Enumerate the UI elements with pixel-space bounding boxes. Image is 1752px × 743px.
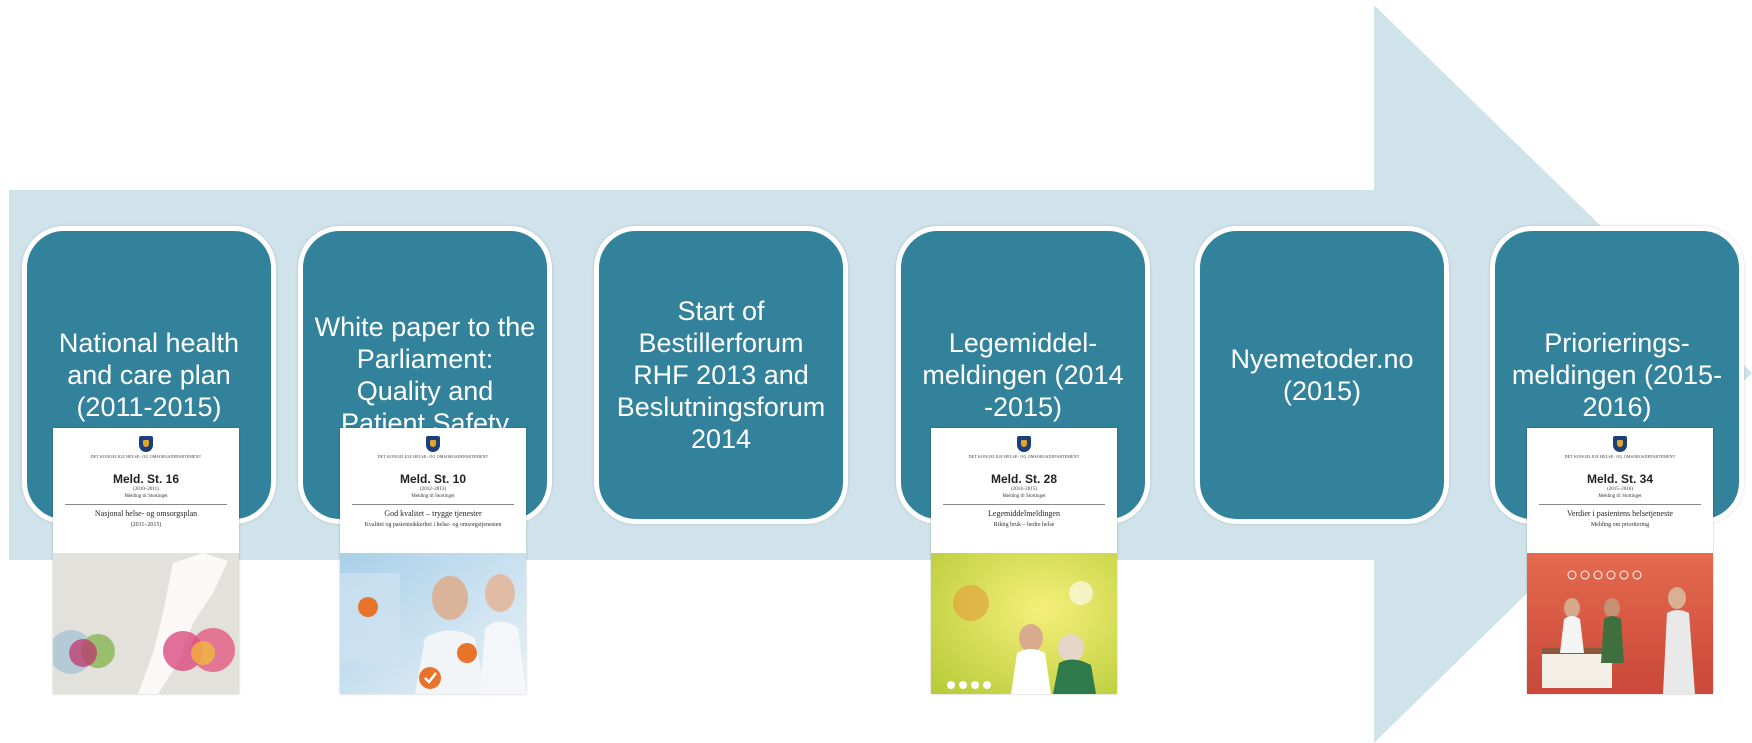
cover-title: Verdier i pasientens helsetjeneste <box>1567 509 1673 518</box>
cover-image-patients-photo <box>1527 553 1713 694</box>
cover-department: DET KONGELIGE HELSE- OG OMSORGSDEPARTEME… <box>1564 454 1676 459</box>
coat-of-arms-icon <box>139 436 153 452</box>
cover-meld-st-34: DET KONGELIGE HELSE- OG OMSORGSDEPARTEME… <box>1527 428 1713 694</box>
coat-of-arms-icon <box>1017 436 1031 452</box>
cover-subtitle: Riktig bruk – bedre helse <box>993 522 1055 528</box>
cover-number: Meld. St. 34 <box>1586 472 1654 486</box>
timeline-box-label: Start of Bestillerforum RHF 2013 and Bes… <box>616 296 826 454</box>
cover-years: (2014–2015) <box>1011 487 1037 492</box>
cover-subheading: Melding til Stortinget <box>1598 494 1642 499</box>
timeline-box-label: White paper to the Parliament: Quality a… <box>314 312 536 438</box>
cover-number: Meld. St. 16 <box>112 472 180 486</box>
cover-title: God kvalitet – trygge tjenester <box>384 509 482 518</box>
cover-title: Legemiddelmeldingen <box>988 509 1060 518</box>
coat-of-arms-icon <box>426 436 440 452</box>
coat-of-arms-icon <box>1613 436 1627 452</box>
cover-image-nurse-photo <box>931 553 1117 694</box>
cover-department: DET KONGELIGE HELSE- OG OMSORGSDEPARTEME… <box>968 454 1080 459</box>
cover-subheading: Melding til Stortinget <box>124 494 168 499</box>
cover-number: Meld. St. 10 <box>399 472 467 486</box>
cover-years: (2010–2011) <box>133 487 159 492</box>
timeline-box-bestillerforum: Start of Bestillerforum RHF 2013 and Bes… <box>594 226 848 524</box>
timeline-box-label: Priorierings-meldingen (2015-2016) <box>1511 328 1723 422</box>
cover-department: DET KONGELIGE HELSE- OG OMSORGSDEPARTEME… <box>377 454 489 459</box>
cover-number: Meld. St. 28 <box>990 472 1058 486</box>
cover-subtitle: Kvalitet og pasientsikkerhet i helse- og… <box>364 522 502 528</box>
cover-years: (2015–2016) <box>1607 487 1633 492</box>
cover-subheading: Melding til Stortinget <box>1002 494 1046 499</box>
timeline-box-national-health-plan: National health and care plan (2011-2015… <box>22 226 276 524</box>
cover-subheading: Melding til Stortinget <box>411 494 455 499</box>
cover-image-doctors-photo <box>340 553 526 694</box>
timeline-box-nyemetoder: Nyemetoder.no (2015) <box>1195 226 1449 524</box>
timeline-box-label: National health and care plan (2011-2015… <box>58 328 240 422</box>
timeline-box-label: Nyemetoder.no (2015) <box>1230 344 1414 406</box>
cover-subtitle: (2011–2015) <box>130 522 162 528</box>
cover-department: DET KONGELIGE HELSE- OG OMSORGSDEPARTEME… <box>90 454 202 459</box>
cover-subtitle: Melding om prioritering <box>1590 522 1650 528</box>
cover-title: Nasjonal helse- og omsorgsplan <box>94 509 198 518</box>
cover-meld-st-28: DET KONGELIGE HELSE- OG OMSORGSDEPARTEME… <box>931 428 1117 694</box>
cover-meld-st-16: DET KONGELIGE HELSE- OG OMSORGSDEPARTEME… <box>53 428 239 694</box>
cover-image-map-illustration <box>53 553 239 694</box>
cover-years: (2012–2013) <box>420 487 446 492</box>
timeline-box-label: Legemiddel-meldingen (2014 -2015) <box>922 328 1124 422</box>
cover-meld-st-10: DET KONGELIGE HELSE- OG OMSORGSDEPARTEME… <box>340 428 526 694</box>
